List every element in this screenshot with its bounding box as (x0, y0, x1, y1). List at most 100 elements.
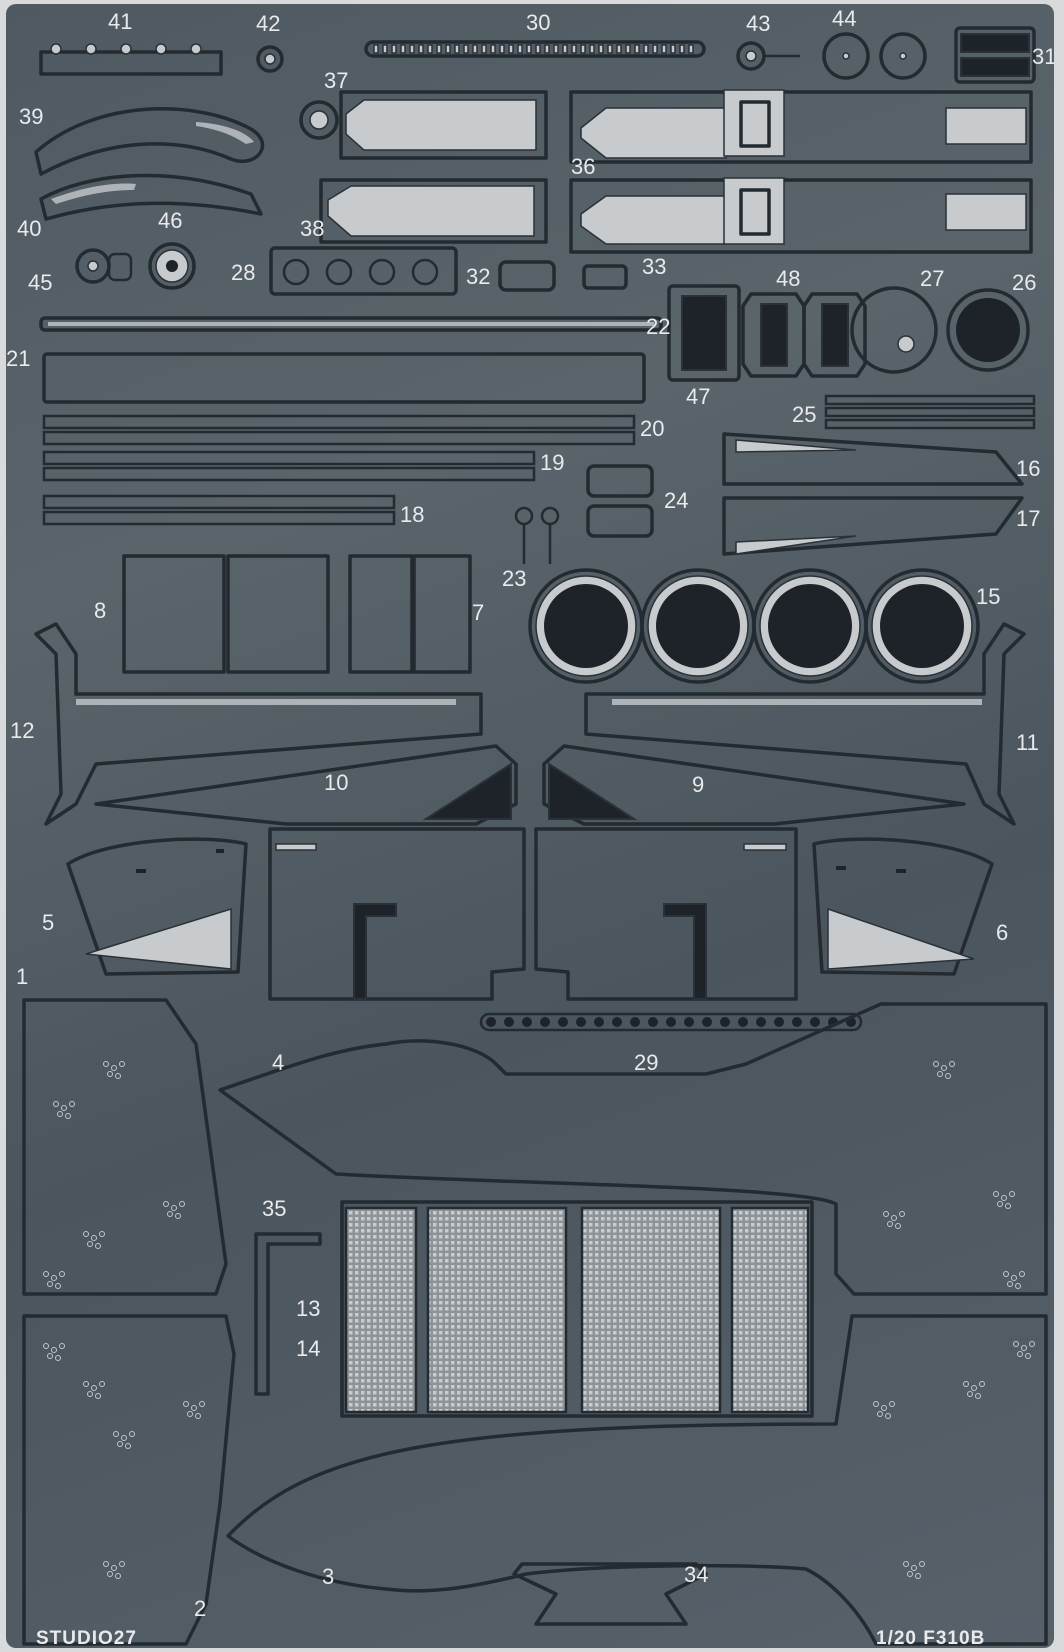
part-36-seatbelt-right-lower (569, 177, 1033, 254)
label-23: 23 (502, 566, 526, 591)
rivet (589, 44, 595, 54)
part-18-rails (42, 494, 396, 526)
label-41: 41 (108, 9, 132, 34)
rivet (490, 44, 496, 54)
rivet-hole (83, 1381, 89, 1387)
part-4-floor (218, 1002, 1048, 1296)
part-48-brackets (741, 292, 867, 378)
label-37: 37 (324, 68, 348, 93)
label-1: 1 (16, 964, 28, 989)
rivet-hole (1009, 1191, 1015, 1197)
rivet-hole (183, 1401, 189, 1407)
rivet (400, 44, 406, 54)
part-22-bar (39, 316, 663, 332)
rivet-hole (1001, 1195, 1007, 1201)
part-33-frame (582, 264, 628, 290)
rivet-hole (891, 1215, 897, 1221)
part-41-pins (39, 43, 223, 76)
rivet (702, 1017, 712, 1027)
label-9: 9 (692, 772, 704, 797)
rivet-hole (941, 1065, 947, 1071)
rivet-hole (963, 1381, 969, 1387)
part-31-comb (954, 26, 1036, 84)
label-18: 18 (400, 502, 424, 527)
rivet-hole (915, 1573, 921, 1579)
label-46: 46 (158, 208, 182, 233)
part-27-disc (850, 286, 938, 374)
rivet (679, 44, 685, 54)
rivet-hole (1005, 1203, 1011, 1209)
rivet-hole (873, 1401, 879, 1407)
rivet-hole (57, 1111, 63, 1117)
rivet (481, 44, 487, 54)
part-47-bracket (667, 284, 741, 382)
rivet-hole (87, 1391, 93, 1397)
part-6-panel (812, 837, 994, 976)
rivet-hole (949, 1061, 955, 1067)
label-19: 19 (540, 450, 564, 475)
rivet-hole (979, 1381, 985, 1387)
label-40: 40 (17, 216, 41, 241)
label-14: 14 (296, 1336, 320, 1361)
part-45-loop (75, 248, 133, 284)
part-10-body (268, 827, 526, 1001)
rivet-hole (1021, 1345, 1027, 1351)
part-9-body (534, 827, 798, 1001)
part-37-buckle-hub (299, 100, 339, 140)
rivet (463, 44, 469, 54)
rivet-hole (47, 1281, 53, 1287)
label-17: 17 (1016, 506, 1040, 531)
label-26: 26 (1012, 270, 1036, 295)
rivet (558, 1017, 568, 1027)
rivet-hole (59, 1343, 65, 1349)
rivet-hole (895, 1223, 901, 1229)
rivet (445, 44, 451, 54)
rivet (553, 44, 559, 54)
rivet-hole (967, 1391, 973, 1397)
rivet (409, 44, 415, 54)
rivet (562, 44, 568, 54)
part-5-panel (66, 837, 248, 976)
rivet-hole (945, 1073, 951, 1079)
label-36: 36 (571, 154, 595, 179)
label-3: 3 (322, 1564, 334, 1589)
rivet-hole (129, 1431, 135, 1437)
photo-etch-fret: 41 42 30 43 44 31 37 39 36 40 46 38 45 2… (6, 4, 1054, 1648)
label-27: 27 (920, 266, 944, 291)
rivet-hole (1013, 1341, 1019, 1347)
rivet (684, 1017, 694, 1027)
rivet (792, 1017, 802, 1027)
rivet-hole (1003, 1271, 1009, 1277)
rivet (454, 44, 460, 54)
rivet (576, 1017, 586, 1027)
rivet-hole (937, 1071, 943, 1077)
rivet-hole (55, 1283, 61, 1289)
rivet-hole (53, 1101, 59, 1107)
rivet-hole (115, 1573, 121, 1579)
part-3-floor (226, 1314, 1048, 1646)
label-4: 4 (272, 1050, 284, 1075)
part-30-rivet-strip (364, 40, 706, 58)
rivet-hole (95, 1393, 101, 1399)
rivet-hole (933, 1061, 939, 1067)
label-30: 30 (526, 10, 550, 35)
label-12: 12 (10, 718, 34, 743)
label-13: 13 (296, 1296, 320, 1321)
part-23-keys (514, 506, 560, 564)
label-16: 16 (1016, 456, 1040, 481)
rivet-hole (111, 1565, 117, 1571)
part-21-panel (42, 352, 646, 404)
rivet-hole (179, 1201, 185, 1207)
rivet-hole (1029, 1341, 1035, 1347)
rivet (373, 44, 379, 54)
label-21: 21 (6, 346, 30, 371)
part-29-rivet-strip (479, 1012, 863, 1032)
part-43-clip (736, 41, 800, 71)
rivet (540, 1017, 550, 1027)
rivet-hole (1011, 1275, 1017, 1281)
rivet-hole (43, 1343, 49, 1349)
rivet (594, 1017, 604, 1027)
rivet-hole (993, 1191, 999, 1197)
part-17-wedge (722, 496, 1024, 556)
rivet (648, 1017, 658, 1027)
